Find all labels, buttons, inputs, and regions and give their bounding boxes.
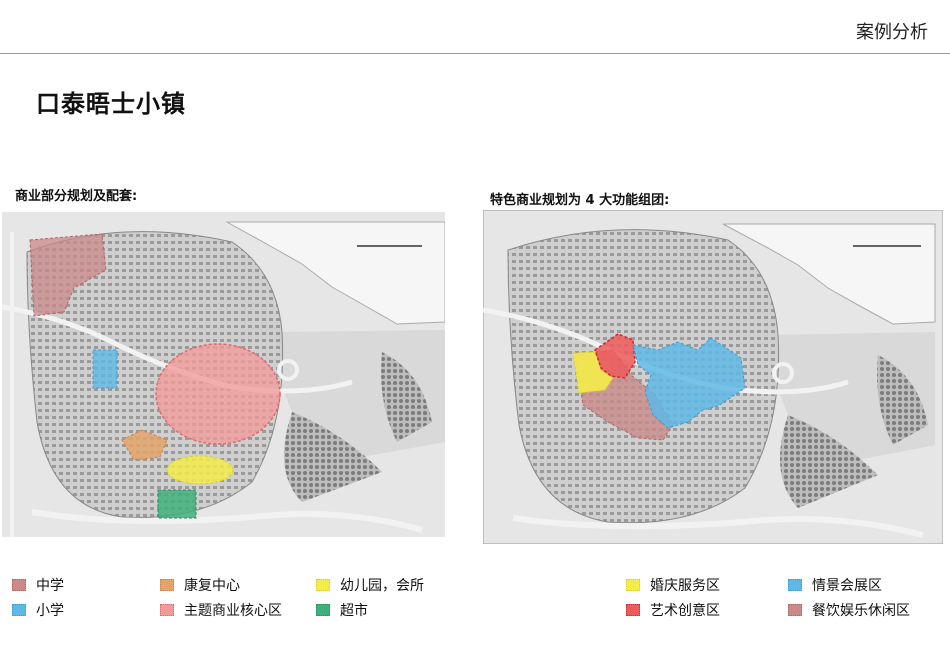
legend-label: 情景会展区: [812, 578, 882, 594]
swatch: [160, 604, 174, 616]
legend-label: 康复中心: [184, 578, 240, 594]
swatch: [626, 579, 640, 591]
legend-item-dining: 餐饮娱乐休闲区: [788, 600, 910, 620]
legend-label: 主题商业核心区: [184, 603, 282, 619]
zone-supermarket: [157, 489, 197, 519]
zone-core-commercial: [155, 343, 281, 445]
swatch: [626, 604, 640, 616]
swatch: [788, 579, 802, 591]
zone-middle-school: [29, 233, 107, 317]
swatch: [12, 604, 26, 616]
swatch: [316, 604, 330, 616]
legend-label: 餐饮娱乐休闲区: [812, 603, 910, 619]
header-divider: [0, 53, 950, 54]
legend-item-core-commercial: 主题商业核心区: [160, 600, 282, 620]
right-map-caption: 特色商业规划为 4 大功能组团:: [490, 193, 670, 208]
legend-label: 幼儿园，会所: [340, 578, 424, 594]
left-site-plan: [2, 212, 445, 537]
section-header: 案例分析: [856, 22, 928, 43]
right-site-plan: [483, 210, 943, 544]
zone-wedding-services: [572, 351, 614, 394]
swatch: [160, 579, 174, 591]
zone-art-creative: [594, 333, 636, 379]
legend-item-wedding: 婚庆服务区: [626, 575, 720, 595]
legend-label: 婚庆服务区: [650, 578, 720, 594]
swatch: [316, 579, 330, 591]
legend-label: 小学: [36, 603, 64, 619]
left-map-caption: 商业部分规划及配套:: [15, 189, 138, 204]
zone-exhibition: [632, 337, 746, 429]
swatch: [12, 579, 26, 591]
legend-item-primary-school: 小学: [12, 600, 64, 620]
legend-item-art: 艺术创意区: [626, 600, 720, 620]
swatch: [788, 604, 802, 616]
zone-primary-school: [92, 349, 118, 389]
legend-label: 艺术创意区: [650, 603, 720, 619]
zone-rehab-center: [121, 429, 168, 461]
legend-item-supermarket: 超市: [316, 600, 368, 620]
legend-item-middle-school: 中学: [12, 575, 64, 595]
legend-item-exhibition: 情景会展区: [788, 575, 882, 595]
legend-item-kindergarten: 幼儿园，会所: [316, 575, 424, 595]
zone-kindergarten: [166, 455, 234, 485]
page-title: 口泰晤士小镇: [36, 90, 186, 118]
legend-item-rehab-center: 康复中心: [160, 575, 240, 595]
legend-label: 超市: [340, 603, 368, 619]
legend-label: 中学: [36, 578, 64, 594]
